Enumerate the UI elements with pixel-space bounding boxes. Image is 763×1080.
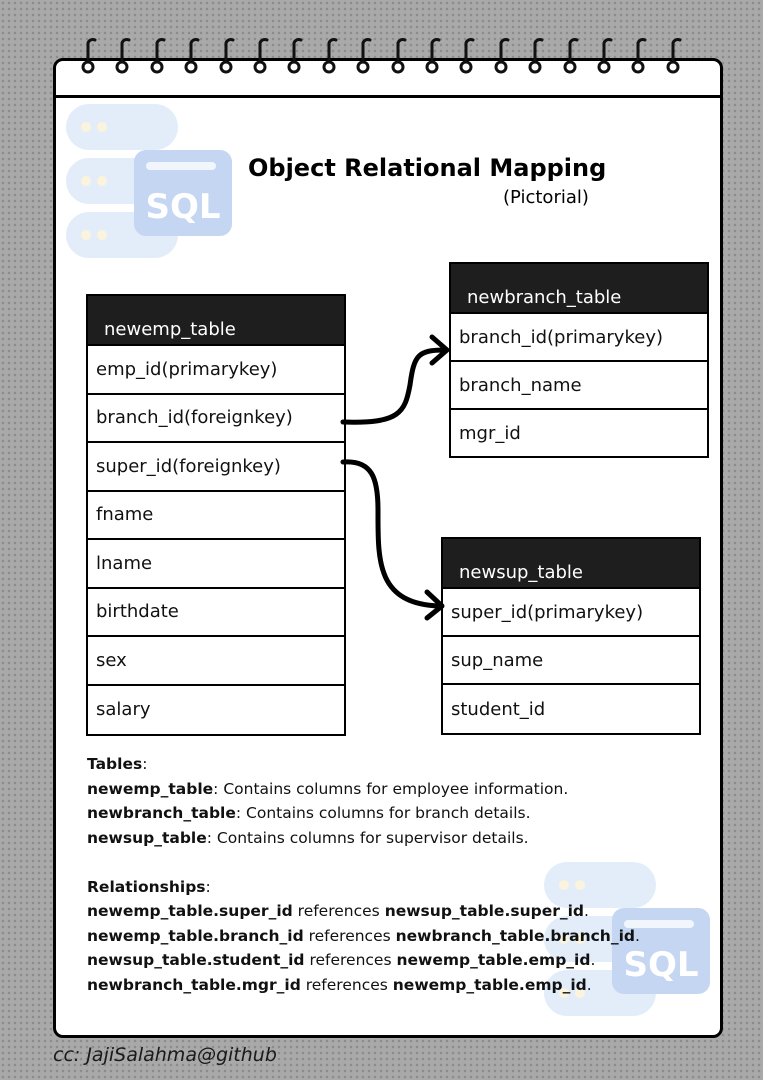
binding-ring [287,38,303,74]
table-column-row: student_id [443,685,699,733]
credit-text: cc: JajiSalahma@github [53,1044,277,1066]
table-header: newsup_table [443,539,699,589]
column-name: birthdate [96,601,179,623]
table-column-row: salary [88,686,344,735]
page-title: Object Relational Mapping [248,154,607,182]
table-column-row: emp_id(primarykey) [88,346,344,395]
arrowhead-branch [429,334,450,366]
relationship-line: newsup_table.student_id references newem… [87,951,596,969]
binding-ring [322,38,338,74]
table-column-row: lname [88,540,344,589]
newemp-table: newemp_table emp_id(primarykey) branch_i… [86,294,346,736]
column-name: branch_name [459,374,582,396]
newsup-table: newsup_table super_id(primarykey) sup_na… [441,537,701,735]
column-name: fname [96,504,154,526]
column-name: super_id(foreignkey) [96,455,281,477]
binding-ring [597,38,613,74]
arrow-branch-relationship [340,347,448,425]
table-header: newemp_table [88,296,344,346]
binding-ring [425,38,441,74]
table-header: newbranch_table [451,264,707,314]
notes-section: Tables: newemp_table: Contains columns f… [87,752,640,997]
binding-ring [356,38,372,74]
table-description: newemp_table: Contains columns for emplo… [87,779,569,798]
svg-text:SQL: SQL [145,187,220,227]
table-column-row: super_id(foreignkey) [88,443,344,492]
svg-text:SQL: SQL [623,945,698,985]
table-column-row: birthdate [88,589,344,637]
table-column-row: fname [88,492,344,540]
binding-ring [494,38,510,74]
sql-database-icon-bottom: SQL [544,862,710,1016]
table-column-row: branch_id(foreignkey) [88,395,344,443]
binding-ring [81,38,97,74]
newbranch-table: newbranch_table branch_id(primarykey) br… [449,262,709,458]
table-description: newbranch_table: Contains columns for br… [87,804,531,822]
relationships-heading-line: Relationships: [87,877,211,896]
column-name: lname [96,552,153,574]
column-name: sex [96,649,127,671]
binding-ring [528,38,544,74]
table-description: newsup_table: Contains columns for super… [87,828,529,847]
column-name: branch_id(primarykey) [459,326,663,348]
column-name: emp_id(primarykey) [96,358,278,380]
binding-ring [219,38,235,74]
table-name: newbranch_table [467,287,622,308]
tables-heading: Tables [87,755,143,773]
column-name: salary [96,699,151,721]
tables-heading-line: Tables: [87,755,148,773]
table-column-row: branch_id(primarykey) [451,314,707,362]
binding-ring [631,38,647,74]
column-name: sup_name [451,649,544,671]
binding-ring [253,38,269,74]
binding-ring [391,38,407,74]
table-name: newsup_table [459,562,584,583]
page-subtitle: (Pictorial) [503,187,589,208]
spacer [87,850,640,875]
relationship-line: newemp_table.super_id references newsup_… [87,902,589,920]
relationship-line: newbranch_table.mgr_id references newemp… [87,975,592,994]
sql-database-icon: SQL [66,104,232,258]
page-top-line [56,95,720,98]
column-name: mgr_id [459,422,521,444]
binding-ring [150,38,166,74]
column-name: student_id [451,698,546,720]
table-column-row: sup_name [443,637,699,685]
column-name: branch_id(foreignkey) [96,407,293,429]
spiral-binding [78,34,688,76]
binding-ring [115,38,131,74]
binding-ring [666,38,682,74]
arrow-super-relationship [340,459,443,609]
column-name: super_id(primarykey) [451,601,644,623]
table-column-row: sex [88,637,344,686]
table-name: newemp_table [104,319,236,340]
binding-ring [184,38,200,74]
table-column-row: super_id(primarykey) [443,589,699,637]
table-column-row: mgr_id [451,410,707,456]
relationships-heading: Relationships [87,877,206,896]
binding-ring [459,38,475,74]
binding-ring [563,38,579,74]
arrowhead-super [424,589,445,621]
relationship-line: newemp_table.branch_id references newbra… [87,926,640,945]
table-column-row: branch_name [451,362,707,410]
